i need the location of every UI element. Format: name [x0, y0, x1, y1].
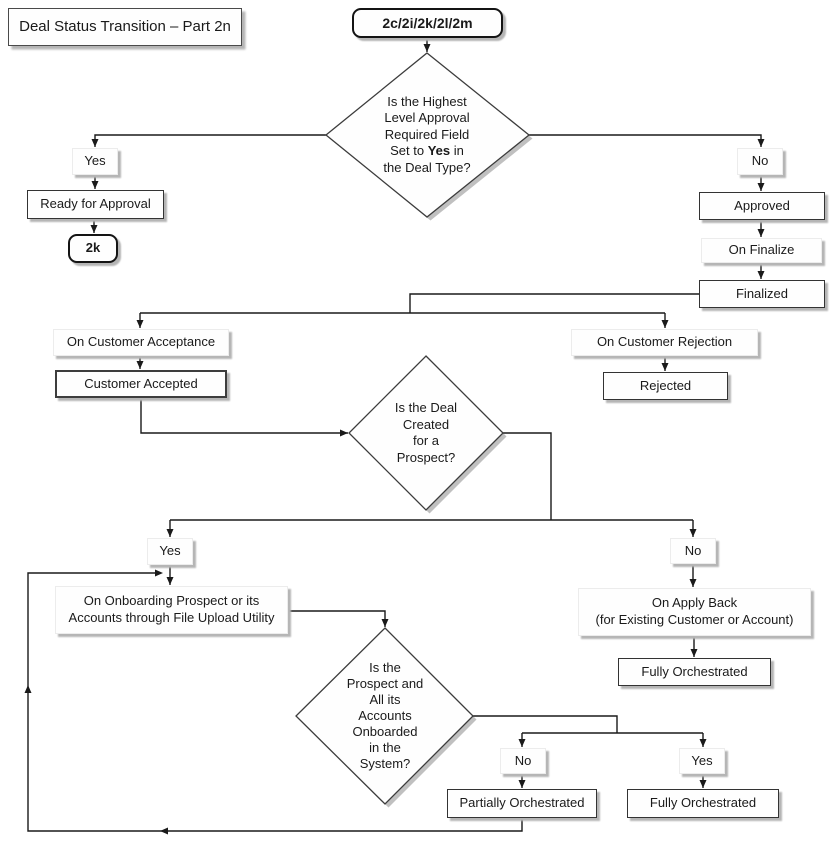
branch-label-yes-1: Yes	[72, 148, 118, 175]
event-label-line: Accounts through File Upload Utility	[68, 610, 275, 625]
state-label: Customer Accepted	[84, 375, 198, 391]
branch-label-text: No	[751, 153, 769, 169]
event-on-finalize: On Finalize	[701, 238, 822, 263]
state-finalized: Finalized	[699, 280, 825, 308]
branch-label-text: Yes	[159, 543, 181, 559]
event-label: On Customer Rejection	[596, 334, 733, 350]
branch-label-no-1: No	[737, 148, 783, 175]
branch-label-no-3: No	[500, 748, 546, 774]
decision-1-diamond	[324, 52, 531, 218]
state-customer-accepted: Customer Accepted	[55, 370, 227, 398]
decision-3-line: Is the	[369, 660, 401, 675]
terminal-2k: 2k	[68, 234, 118, 263]
decision-1-line-part: in	[450, 143, 464, 159]
event-on-customer-rejection: On Customer Rejection	[571, 329, 758, 356]
decision-2-line: Prospect?	[396, 449, 456, 465]
decision-2-line: Is the Deal	[394, 400, 458, 415]
state-partially-orchestrated: Partially Orchestrated	[447, 789, 597, 818]
event-label-line: On Apply Back	[651, 595, 738, 611]
event-label-line: (for Existing Customer or Account)	[595, 612, 794, 627]
event-label-line: On Onboarding Prospect or its	[83, 593, 260, 609]
decision-1-line-bold: Yes	[427, 143, 451, 159]
decision-1-line: Required Field	[384, 126, 470, 142]
event-on-customer-acceptance: On Customer Acceptance	[53, 329, 229, 356]
event-label: On Customer Acceptance	[66, 334, 216, 350]
branch-label-text: Yes	[84, 153, 106, 169]
decision-2-line: Created	[402, 416, 450, 432]
start-node-label: 2c/2i/2k/2l/2m	[382, 14, 473, 31]
decision-3-line: System?	[359, 756, 411, 771]
event-label: On Finalize	[728, 242, 795, 258]
branch-label-text: Yes	[691, 752, 713, 768]
decision-3-line: Onboarded	[352, 724, 418, 739]
decision-3-line: Accounts	[358, 708, 412, 723]
diagram-title: Deal Status Transition – Part 2n	[19, 18, 231, 36]
terminal-label: 2k	[85, 240, 101, 256]
decision-1-line: Set to Yes in	[390, 143, 464, 160]
decision-2-line: for a	[412, 433, 439, 448]
branch-label-no-2: No	[670, 538, 716, 564]
state-fully-orchestrated-1: Fully Orchestrated	[618, 658, 771, 686]
arrowheads	[24, 44, 765, 835]
event-on-apply-back: On Apply Back (for Existing Customer or …	[578, 588, 811, 636]
state-ready-for-approval: Ready for Approval	[27, 190, 164, 219]
decision-2-text: Is the Deal Created for a Prospect?	[356, 375, 496, 491]
branch-label-yes-2: Yes	[147, 538, 193, 565]
branch-label-text: No	[684, 542, 702, 558]
state-rejected: Rejected	[603, 372, 728, 400]
decision-1-line-part: Set to	[390, 143, 428, 159]
decision-1-text: Is the Highest Level Approval Required F…	[337, 70, 517, 200]
state-label: Approved	[734, 197, 790, 213]
decision-1-line: Is the Highest	[387, 93, 467, 109]
start-node: 2c/2i/2k/2l/2m	[352, 8, 503, 38]
state-label: Fully Orchestrated	[641, 663, 748, 679]
diagram-title-box: Deal Status Transition – Part 2n	[8, 8, 242, 46]
diamond-shapes	[295, 52, 531, 805]
decision-3-diamond	[295, 627, 474, 805]
decision-3-line: All its	[369, 692, 401, 707]
branch-label-text: No	[514, 752, 532, 768]
state-label: Ready for Approval	[40, 196, 151, 212]
event-on-onboarding-prospect: On Onboarding Prospect or its Accounts t…	[55, 586, 288, 634]
state-label: Partially Orchestrated	[459, 795, 585, 811]
state-label: Fully Orchestrated	[649, 795, 757, 811]
decision-3-text: Is the Prospect and All its Accounts Onb…	[305, 656, 465, 776]
state-label: Finalized	[735, 285, 789, 301]
state-label: Rejected	[639, 377, 692, 393]
state-fully-orchestrated-2: Fully Orchestrated	[627, 789, 779, 818]
decision-2-diamond	[348, 355, 504, 511]
branch-label-yes-3: Yes	[679, 748, 725, 774]
state-approved: Approved	[699, 192, 825, 220]
decision-3-line: Prospect and	[346, 676, 424, 691]
decision-1-line: the Deal Type?	[383, 159, 471, 175]
decision-1-line: Level Approval	[384, 110, 470, 126]
decision-3-line: in the	[369, 740, 401, 755]
